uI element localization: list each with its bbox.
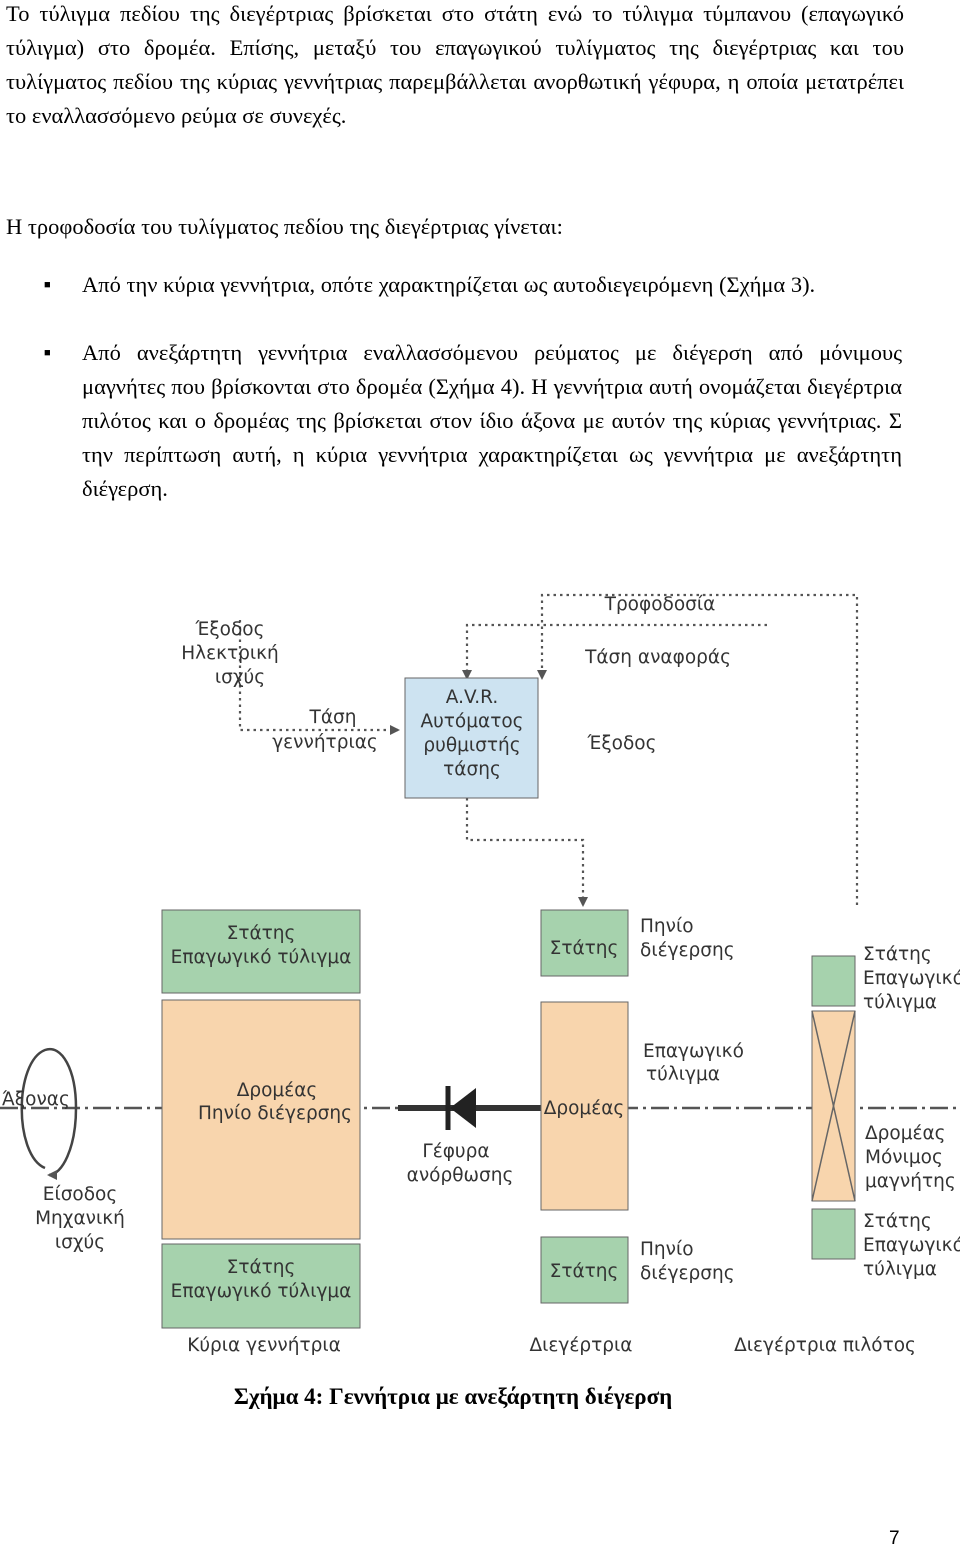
pilot-stator-bottom-block	[811, 1208, 856, 1260]
avr-label-line-2: Αυτόματος	[420, 711, 523, 732]
exciter-field-coil-bottom-1: Πηνίο	[640, 1239, 694, 1260]
figure-caption: Σχήμα 4: Γεννήτρια με ανεξάρτητη διέγερσ…	[233, 1384, 673, 1409]
pilot-stator-bottom-label-3: τύλιγμα	[863, 1259, 937, 1280]
main-rotor-block	[161, 999, 361, 1240]
main-stator-bottom-block	[161, 1243, 361, 1329]
diode-icon	[450, 1088, 476, 1128]
pilot-rotor-label-2: Μόνιμος	[865, 1147, 943, 1168]
exciter-rotor-block	[540, 1001, 629, 1211]
avr-label-line-3: ρυθμιστής	[423, 735, 520, 756]
label-main-generator: Κύρια γεννήτρια	[187, 1335, 341, 1356]
label-rectifier-1: Γέφυρα	[422, 1141, 489, 1162]
pilot-stator-top-label-2: Επαγωγικό	[863, 968, 960, 989]
exciter-stator-bottom-block	[540, 1236, 629, 1304]
exciter-rotor-label: Δρομέας	[544, 1098, 625, 1119]
bullet-marker: ■	[44, 279, 51, 291]
main-stator-top-label-2: Επαγωγικό τύλιγμα	[171, 947, 352, 968]
signal-lines	[238, 593, 859, 907]
exciter-field-coil-top-2: διέγερσης	[640, 940, 735, 961]
main-rotor-label-1: Δρομέας	[237, 1080, 318, 1101]
intro-paragraph: Το τύλιγμα πεδίου της διεγέρτριας βρίσκε…	[6, 1, 904, 128]
exciter-armature-label-2: τύλιγμα	[646, 1064, 720, 1085]
reference-line	[462, 623, 767, 680]
main-stator-bottom-label-1: Στάτης	[227, 1257, 296, 1278]
pilot-stator-bottom-label-2: Επαγωγικό	[863, 1235, 960, 1256]
page-number: 7	[889, 1528, 900, 1549]
label-gen-voltage-line-2: γεννήτριας	[272, 732, 378, 753]
main-stator-top-label-1: Στάτης	[227, 923, 296, 944]
lead-sentence: Η τροφοδοσία του τυλίγματος πεδίου της δ…	[6, 214, 563, 239]
label-pilot-exciter: Διεγέρτρια πιλότος	[734, 1335, 916, 1356]
avr-block	[404, 677, 539, 799]
label-gen-voltage-line-1: Τάση	[309, 707, 357, 728]
label-mechanical-input-1: Είσοδος	[43, 1184, 118, 1205]
label-output-electric-line-3: ισχύς	[215, 667, 265, 688]
exciter-armature-label-1: Επαγωγικό	[643, 1041, 744, 1062]
pilot-rotor-label-3: μαγνήτης	[865, 1171, 956, 1192]
label-shaft: Άξονας	[2, 1089, 70, 1110]
rotation-arrow-icon	[20, 1047, 78, 1180]
label-output: Έξοδος	[587, 733, 657, 754]
label-exciter: Διεγέρτρια	[530, 1335, 633, 1356]
avr-output-line	[465, 798, 588, 907]
pilot-stator-top-block	[811, 955, 856, 1007]
bullet-marker: ■	[44, 347, 51, 359]
exciter-stator-top-block	[540, 909, 629, 977]
label-rectifier-2: ανόρθωσης	[407, 1165, 514, 1186]
exciter-stator-top-label: Στάτης	[550, 938, 619, 959]
bullet-item-2: Από ανεξάρτητη γεννήτρια εναλλασσόμενου …	[82, 340, 902, 501]
rectifier-bridge	[398, 1086, 541, 1130]
label-reference-voltage: Τάση αναφοράς	[584, 647, 731, 668]
main-stator-top-block	[161, 909, 361, 994]
exciter-field-coil-top-1: Πηνίο	[640, 916, 694, 937]
main-rotor-label-2: Πηνίο διέγερσης	[198, 1103, 352, 1124]
label-output-electric-line-1: Έξοδος	[195, 619, 265, 640]
label-mechanical-input-3: ισχύς	[55, 1232, 105, 1253]
generator-diagram: Τροφοδοσία Έξοδος Ηλεκτρική ισχύς Τάση α…	[0, 593, 960, 1356]
pilot-stator-top-label-1: Στάτης	[863, 944, 932, 965]
avr-label-line-1: A.V.R.	[446, 687, 498, 708]
exciter-field-coil-bottom-2: διέγερσης	[640, 1263, 735, 1284]
output-line	[238, 620, 400, 735]
main-stator-bottom-label-2: Επαγωγικό τύλιγμα	[171, 1281, 352, 1302]
label-feed: Τροφοδοσία	[604, 594, 716, 615]
label-output-electric-line-2: Ηλεκτρική	[181, 643, 279, 664]
pilot-stator-bottom-label-1: Στάτης	[863, 1211, 932, 1232]
pilot-rotor-label-1: Δρομέας	[865, 1123, 946, 1144]
avr-label-line-4: τάσης	[443, 759, 501, 780]
exciter-stator-bottom-label: Στάτης	[550, 1261, 619, 1282]
pilot-stator-top-label-3: τύλιγμα	[863, 992, 937, 1013]
label-mechanical-input-2: Μηχανική	[35, 1208, 125, 1229]
bullet-item-1: Από την κύρια γεννήτρια, οπότε χαρακτηρί…	[82, 272, 816, 297]
